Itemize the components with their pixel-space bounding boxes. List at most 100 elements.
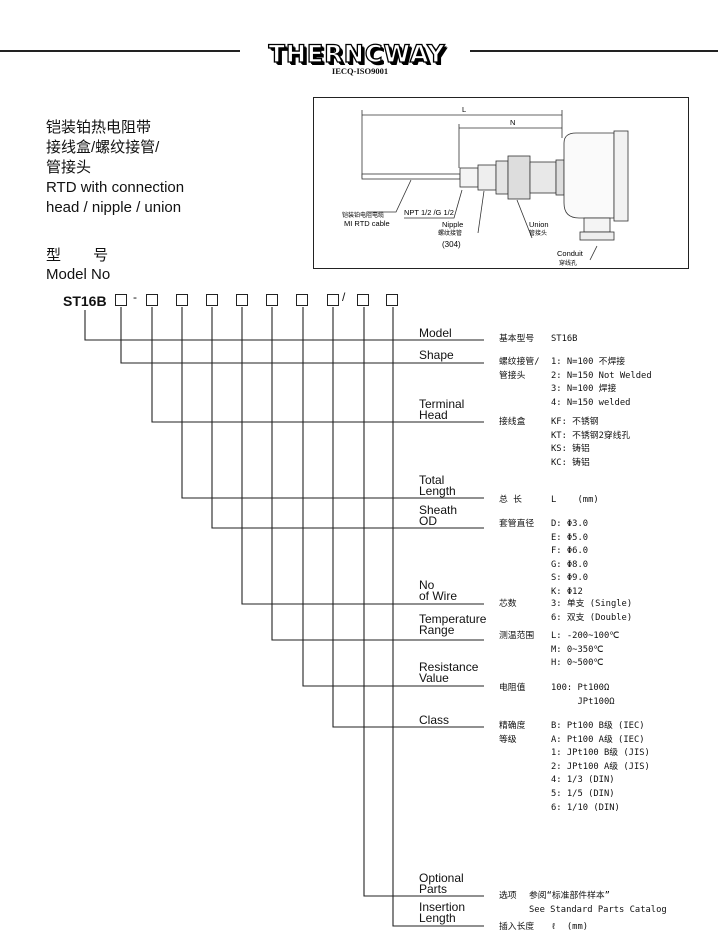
model-code-prefix: ST16B xyxy=(63,293,107,309)
spec-row: 2: JPt100 A级 (JIS) xyxy=(499,761,650,775)
header-rule-left xyxy=(0,50,240,52)
spec-option: 6: 双支 (Double) xyxy=(551,612,633,623)
field-label-line: Insertion xyxy=(419,900,466,914)
spec-label xyxy=(499,747,551,761)
spec-row: 螺纹接管/1: N=100 不焊接 xyxy=(499,356,652,370)
cable-zh-label: 铠装铂电阻电缆 xyxy=(342,211,384,219)
spec-option: KS: 铸铝 xyxy=(551,444,590,455)
spec-option: L: -200~100℃ xyxy=(551,631,620,641)
spec-option: KT: 不锈钢2穿线孔 xyxy=(551,430,631,441)
field-label-line: Value xyxy=(419,671,449,685)
code-box-sheath-od xyxy=(206,294,218,306)
spec-row: 4: N=150 welded xyxy=(499,397,652,411)
spec-option: M: 0~350℃ xyxy=(551,644,604,655)
spec-label xyxy=(499,761,551,775)
title-zh-line: 管接头 xyxy=(46,159,92,176)
field-label-line: Optional xyxy=(419,871,464,885)
spec-label: 螺纹接管/ xyxy=(499,357,540,367)
spec-option: See Standard Parts Catalog xyxy=(529,904,667,915)
spec-label: 等级 xyxy=(499,734,517,745)
spec-option: 3: N=100 焊接 xyxy=(551,384,617,395)
field-label-class: Class xyxy=(419,713,450,727)
spec-row: See Standard Parts Catalog xyxy=(499,904,667,918)
code-box-optional-parts xyxy=(357,294,369,306)
spec-label xyxy=(499,443,551,457)
spec-row: H: 0~500℃ xyxy=(499,657,619,671)
spec-label: 套管直径 xyxy=(499,519,535,529)
spec-label xyxy=(499,657,551,671)
spec-option: 1: JPt100 B级 (JIS) xyxy=(551,748,650,759)
spec-option: H: 0~500℃ xyxy=(551,658,604,669)
brand-logo: THERNCWAY xyxy=(268,39,446,68)
code-box-temperature-range xyxy=(266,294,278,306)
spec-label: 总 长 xyxy=(499,495,522,505)
spec-option: S: Φ9.0 xyxy=(551,573,589,584)
spec-row: 管接头 2: N=150 Not Welded xyxy=(499,370,652,384)
spec-option: A: Pt100 A级 (IEC) xyxy=(551,734,645,745)
spec-label: 管接头 xyxy=(499,370,526,381)
model-heading-zh: 型 号 xyxy=(46,247,123,264)
dim-N-label: N xyxy=(510,118,515,127)
spec-row: 6: 1/10 (DIN) xyxy=(499,802,650,816)
spec-label: 测温范围 xyxy=(499,631,535,641)
field-label-line: Length xyxy=(419,911,456,925)
spec-label: 选项 xyxy=(499,891,517,901)
field-label-line: Resistance xyxy=(419,660,479,674)
spec-option: 2: N=150 Not Welded xyxy=(551,370,652,381)
spec-option: D: Φ3.0 xyxy=(551,519,589,529)
spec-row: 套管直径 D: Φ3.0 xyxy=(499,518,588,532)
certification-text: IECQ-ISO9001 xyxy=(331,66,389,76)
spec-label: 芯数 xyxy=(499,599,517,609)
code-box-total-length xyxy=(176,294,188,306)
spec-option: 4: 1/3 (DIN) xyxy=(551,775,615,786)
spec-label xyxy=(499,696,551,710)
spec-option: F: Φ6.0 xyxy=(551,546,589,557)
spec-optional-parts: 选项参阅“标准部件样本”See Standard Parts Catalog xyxy=(499,890,667,917)
spec-option: K: Φ12 xyxy=(551,586,583,597)
code-box-no-of-wire xyxy=(236,294,248,306)
spec-row: 3: N=100 焊接 xyxy=(499,383,652,397)
field-label-line: No xyxy=(419,578,435,592)
spec-option: 3: 单支 (Single) xyxy=(551,599,633,609)
spec-row: 4: 1/3 (DIN) xyxy=(499,774,650,788)
field-label-line: Temperature xyxy=(419,612,487,626)
spec-option: 4: N=150 welded xyxy=(551,397,631,408)
title-zh-line: 铠装铂热电阻带 xyxy=(46,119,152,136)
spec-label xyxy=(499,572,551,586)
thread-label: NPT 1/2 /G 1/2 xyxy=(404,208,454,217)
spec-option: 6: 1/10 (DIN) xyxy=(551,802,620,813)
spec-label xyxy=(499,430,551,444)
spec-label: 基本型号 xyxy=(499,334,535,344)
nipple-zh-label: 螺纹接管 xyxy=(438,229,462,237)
product-drawing: L N 铠装铂电阻电缆 MI RTD cable NPT 1/2 /G 1/2 … xyxy=(313,97,689,269)
spec-row: KS: 铸铝 xyxy=(499,443,630,457)
spec-temperature-range: 测温范围 L: -200~100℃ M: 0~350℃ H: 0~500℃ xyxy=(499,630,619,671)
spec-label xyxy=(499,802,551,816)
spec-label xyxy=(499,774,551,788)
code-dash: - xyxy=(133,290,137,304)
title-en-line: RTD with connection xyxy=(46,179,185,196)
union-en-label: Union xyxy=(529,220,549,229)
field-label-shape: Shape xyxy=(419,348,454,362)
product-title: 铠装铂热电阻带 接线盒/螺纹接管/ 管接头 RTD with connectio… xyxy=(46,118,184,218)
spec-row: S: Φ9.0 xyxy=(499,572,588,586)
spec-row: KC: 铸铝 xyxy=(499,457,630,471)
model-heading: 型 号 Model No xyxy=(46,246,122,284)
spec-label xyxy=(499,545,551,559)
spec-shape: 螺纹接管/1: N=100 不焊接管接头 2: N=150 Not Welded 3… xyxy=(499,356,652,410)
field-label-line: Head xyxy=(419,408,448,422)
model-heading-en: Model No xyxy=(46,266,111,283)
